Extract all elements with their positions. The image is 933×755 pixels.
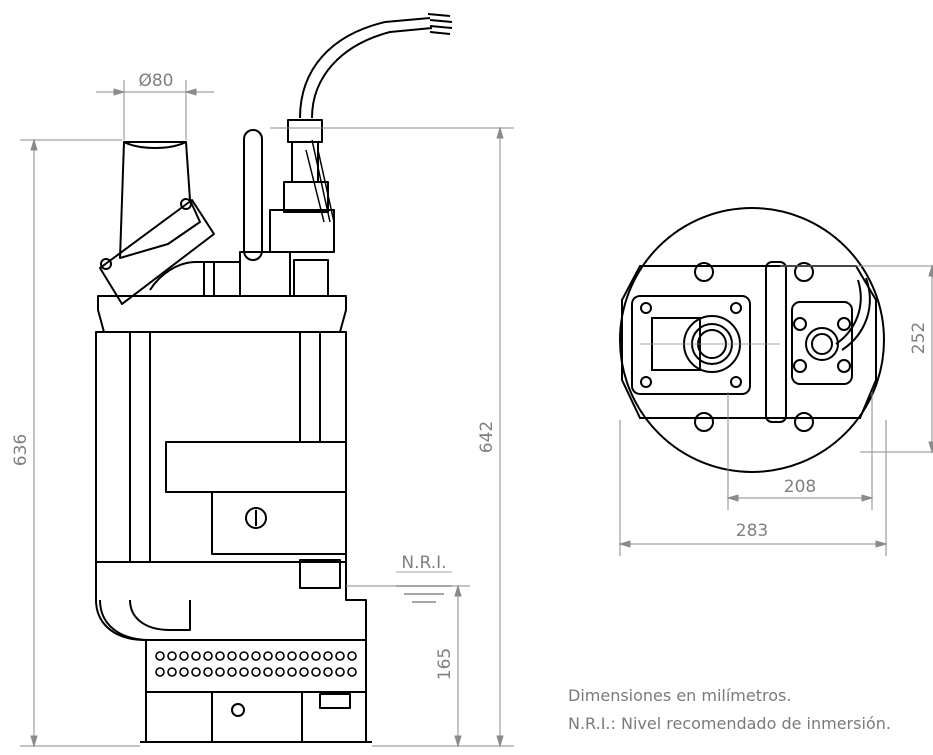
nri-definition-note: N.R.I.: Nivel recomendado de inmersión.: [568, 714, 891, 733]
dim-nri-height: 165: [435, 648, 455, 680]
pump-plan-view: [619, 207, 885, 473]
plan-handle: [765, 261, 787, 423]
plan-discharge-flange: [631, 295, 751, 395]
cable-gland: [287, 119, 323, 143]
dim-plan-height: 252: [909, 322, 929, 354]
lifting-handle: [243, 129, 263, 261]
units-note: Dimensiones en milímetros.: [568, 686, 792, 705]
pump-base: [145, 691, 367, 743]
side-dimensions: [20, 80, 514, 748]
dim-outlet-diameter: Ø80: [138, 71, 173, 91]
plan-dimensions: [618, 264, 933, 556]
lower-body: [95, 561, 367, 641]
motor-housing: [95, 331, 347, 563]
top-plate: [97, 295, 347, 333]
plan-outer-circle: [619, 207, 885, 473]
nri-label: N.R.I.: [401, 553, 446, 573]
dim-plan-width-outer: 283: [736, 521, 768, 541]
outlet-flange: [99, 199, 215, 305]
strainer: [145, 639, 367, 693]
oil-plug: [245, 507, 267, 529]
dim-total-height-left: 636: [11, 434, 31, 466]
power-cable: [299, 17, 431, 119]
pump-side-view: [95, 13, 453, 743]
dim-plan-width-inner: 208: [784, 477, 816, 497]
dim-total-height-right: 642: [477, 421, 497, 453]
